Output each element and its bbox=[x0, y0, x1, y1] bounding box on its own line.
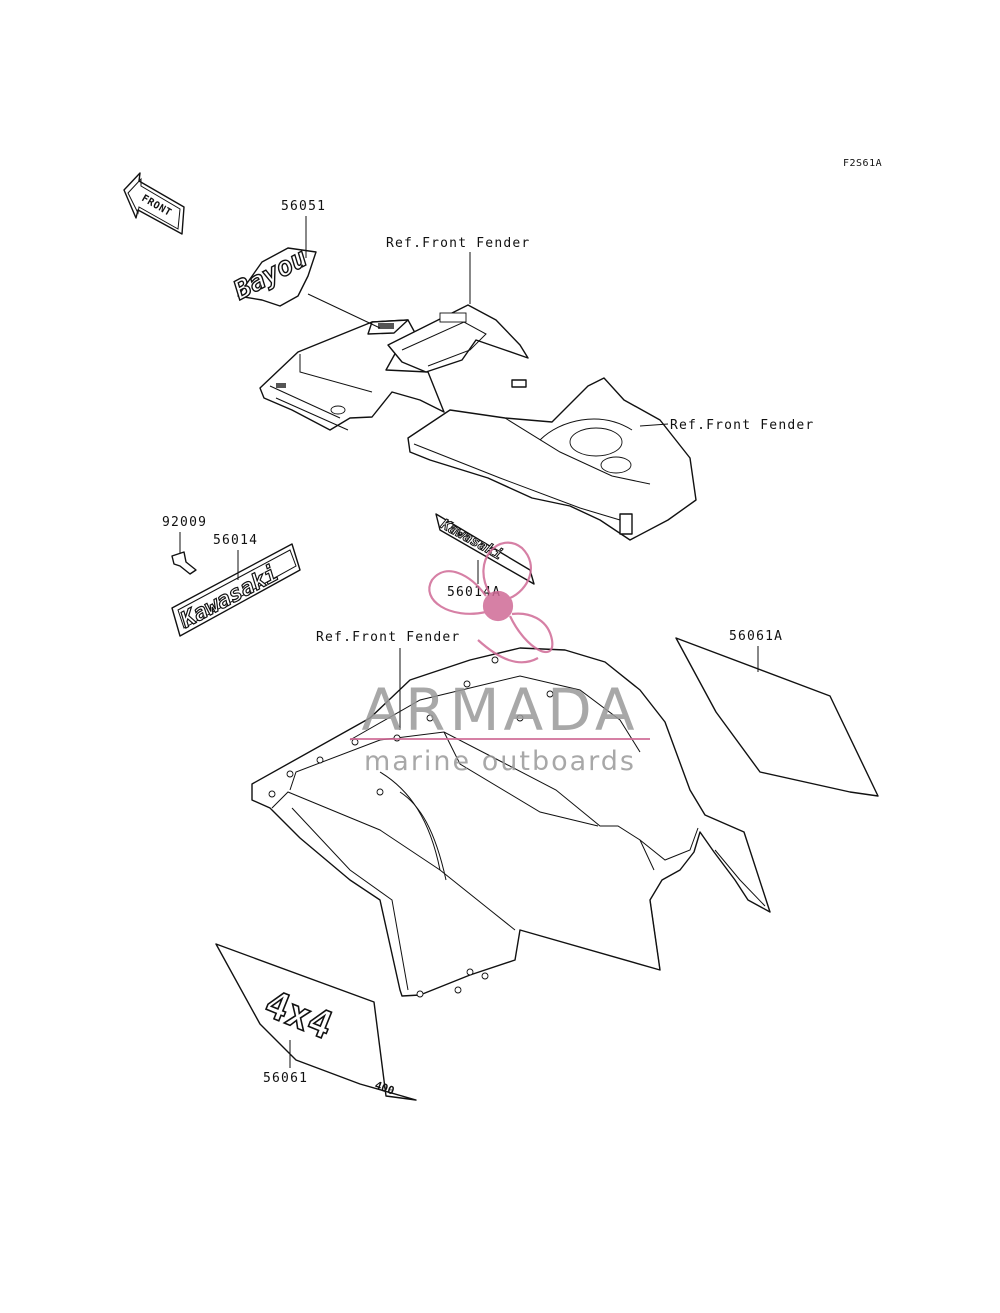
kawasaki-emblem-plate: Kawasaki bbox=[171, 543, 301, 637]
side-decal-panel bbox=[675, 637, 879, 797]
clip-fastener bbox=[171, 551, 197, 575]
kawasaki-emblem-small-text: Kawasaki bbox=[437, 516, 505, 563]
watermark-brand: ARMADA bbox=[361, 676, 638, 744]
callout-56061-text: 56061 bbox=[263, 1071, 308, 1086]
kawasaki-emblem-small: Kawasaki bbox=[435, 513, 535, 585]
front-fender-upper-center bbox=[387, 304, 529, 373]
figure-code: F2S61A bbox=[843, 158, 882, 169]
watermark: ARMADA marine outboards bbox=[350, 541, 650, 777]
callout-56014: 56014 bbox=[213, 533, 258, 580]
callout-92009: 92009 bbox=[162, 515, 207, 554]
callout-ref-front-fender-right-text: Ref.Front Fender bbox=[670, 418, 814, 433]
callout-56051: 56051 bbox=[281, 199, 381, 329]
callout-56014-text: 56014 bbox=[213, 533, 258, 548]
callout-ref-front-fender-top-text: Ref.Front Fender bbox=[386, 236, 530, 251]
front-fender-main bbox=[251, 647, 771, 998]
callout-92009-text: 92009 bbox=[162, 515, 207, 530]
callout-ref-front-fender-right: Ref.Front Fender bbox=[639, 418, 814, 433]
bayou-decal: Bayou bbox=[228, 242, 317, 307]
4x4-decal: 4x4 400 bbox=[215, 943, 417, 1101]
callout-ref-front-fender-mid: Ref.Front Fender bbox=[316, 630, 460, 730]
engine-size-text: 400 bbox=[373, 1079, 396, 1098]
callout-ref-front-fender-top: Ref.Front Fender bbox=[386, 236, 530, 304]
callout-ref-front-fender-mid-text: Ref.Front Fender bbox=[316, 630, 460, 645]
callout-56051-text: 56051 bbox=[281, 199, 326, 214]
watermark-tagline: marine outboards bbox=[364, 746, 636, 777]
front-direction-arrow-icon: FRONT bbox=[123, 172, 185, 235]
callout-56061: 56061 bbox=[263, 1040, 308, 1086]
front-fender-upper-right bbox=[407, 377, 697, 541]
propeller-logo-icon bbox=[428, 541, 554, 664]
callout-56061A-text: 56061A bbox=[729, 629, 783, 644]
callout-56061A: 56061A bbox=[729, 629, 783, 672]
